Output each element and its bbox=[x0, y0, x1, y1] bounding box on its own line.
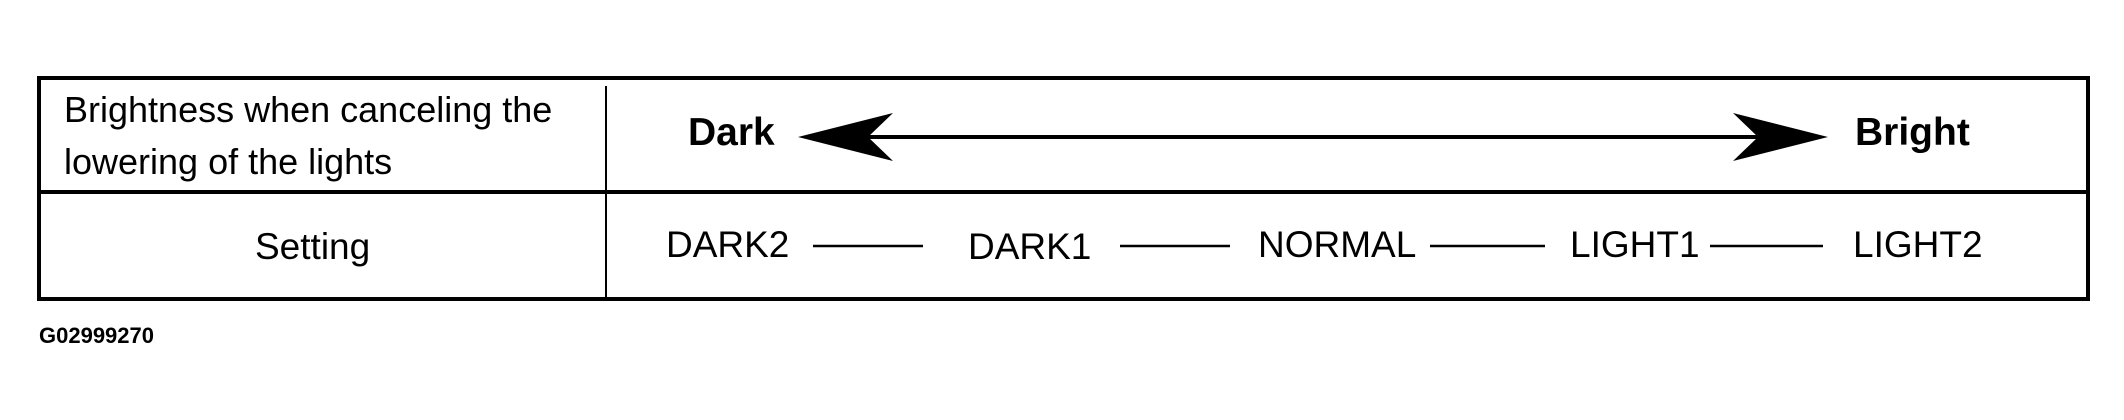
table-border bbox=[37, 76, 2090, 301]
setting-value: LIGHT1 bbox=[1570, 224, 1700, 265]
scale-arrowhead-right bbox=[1733, 113, 1828, 161]
figure-id: G02999270 bbox=[39, 323, 154, 348]
setting-value: NORMAL bbox=[1258, 224, 1416, 265]
brightness-header-line2: lowering of the lights bbox=[64, 141, 392, 182]
brightness-header-line1: Brightness when canceling the bbox=[64, 89, 552, 130]
setting-value: DARK2 bbox=[666, 224, 789, 265]
setting-value: DARK1 bbox=[968, 226, 1091, 267]
bright-label: Bright bbox=[1855, 111, 1970, 154]
setting-value: LIGHT2 bbox=[1853, 224, 1983, 265]
dark-label: Dark bbox=[688, 111, 775, 154]
setting-header: Setting bbox=[255, 226, 370, 267]
scale-arrowhead-left bbox=[798, 113, 893, 161]
